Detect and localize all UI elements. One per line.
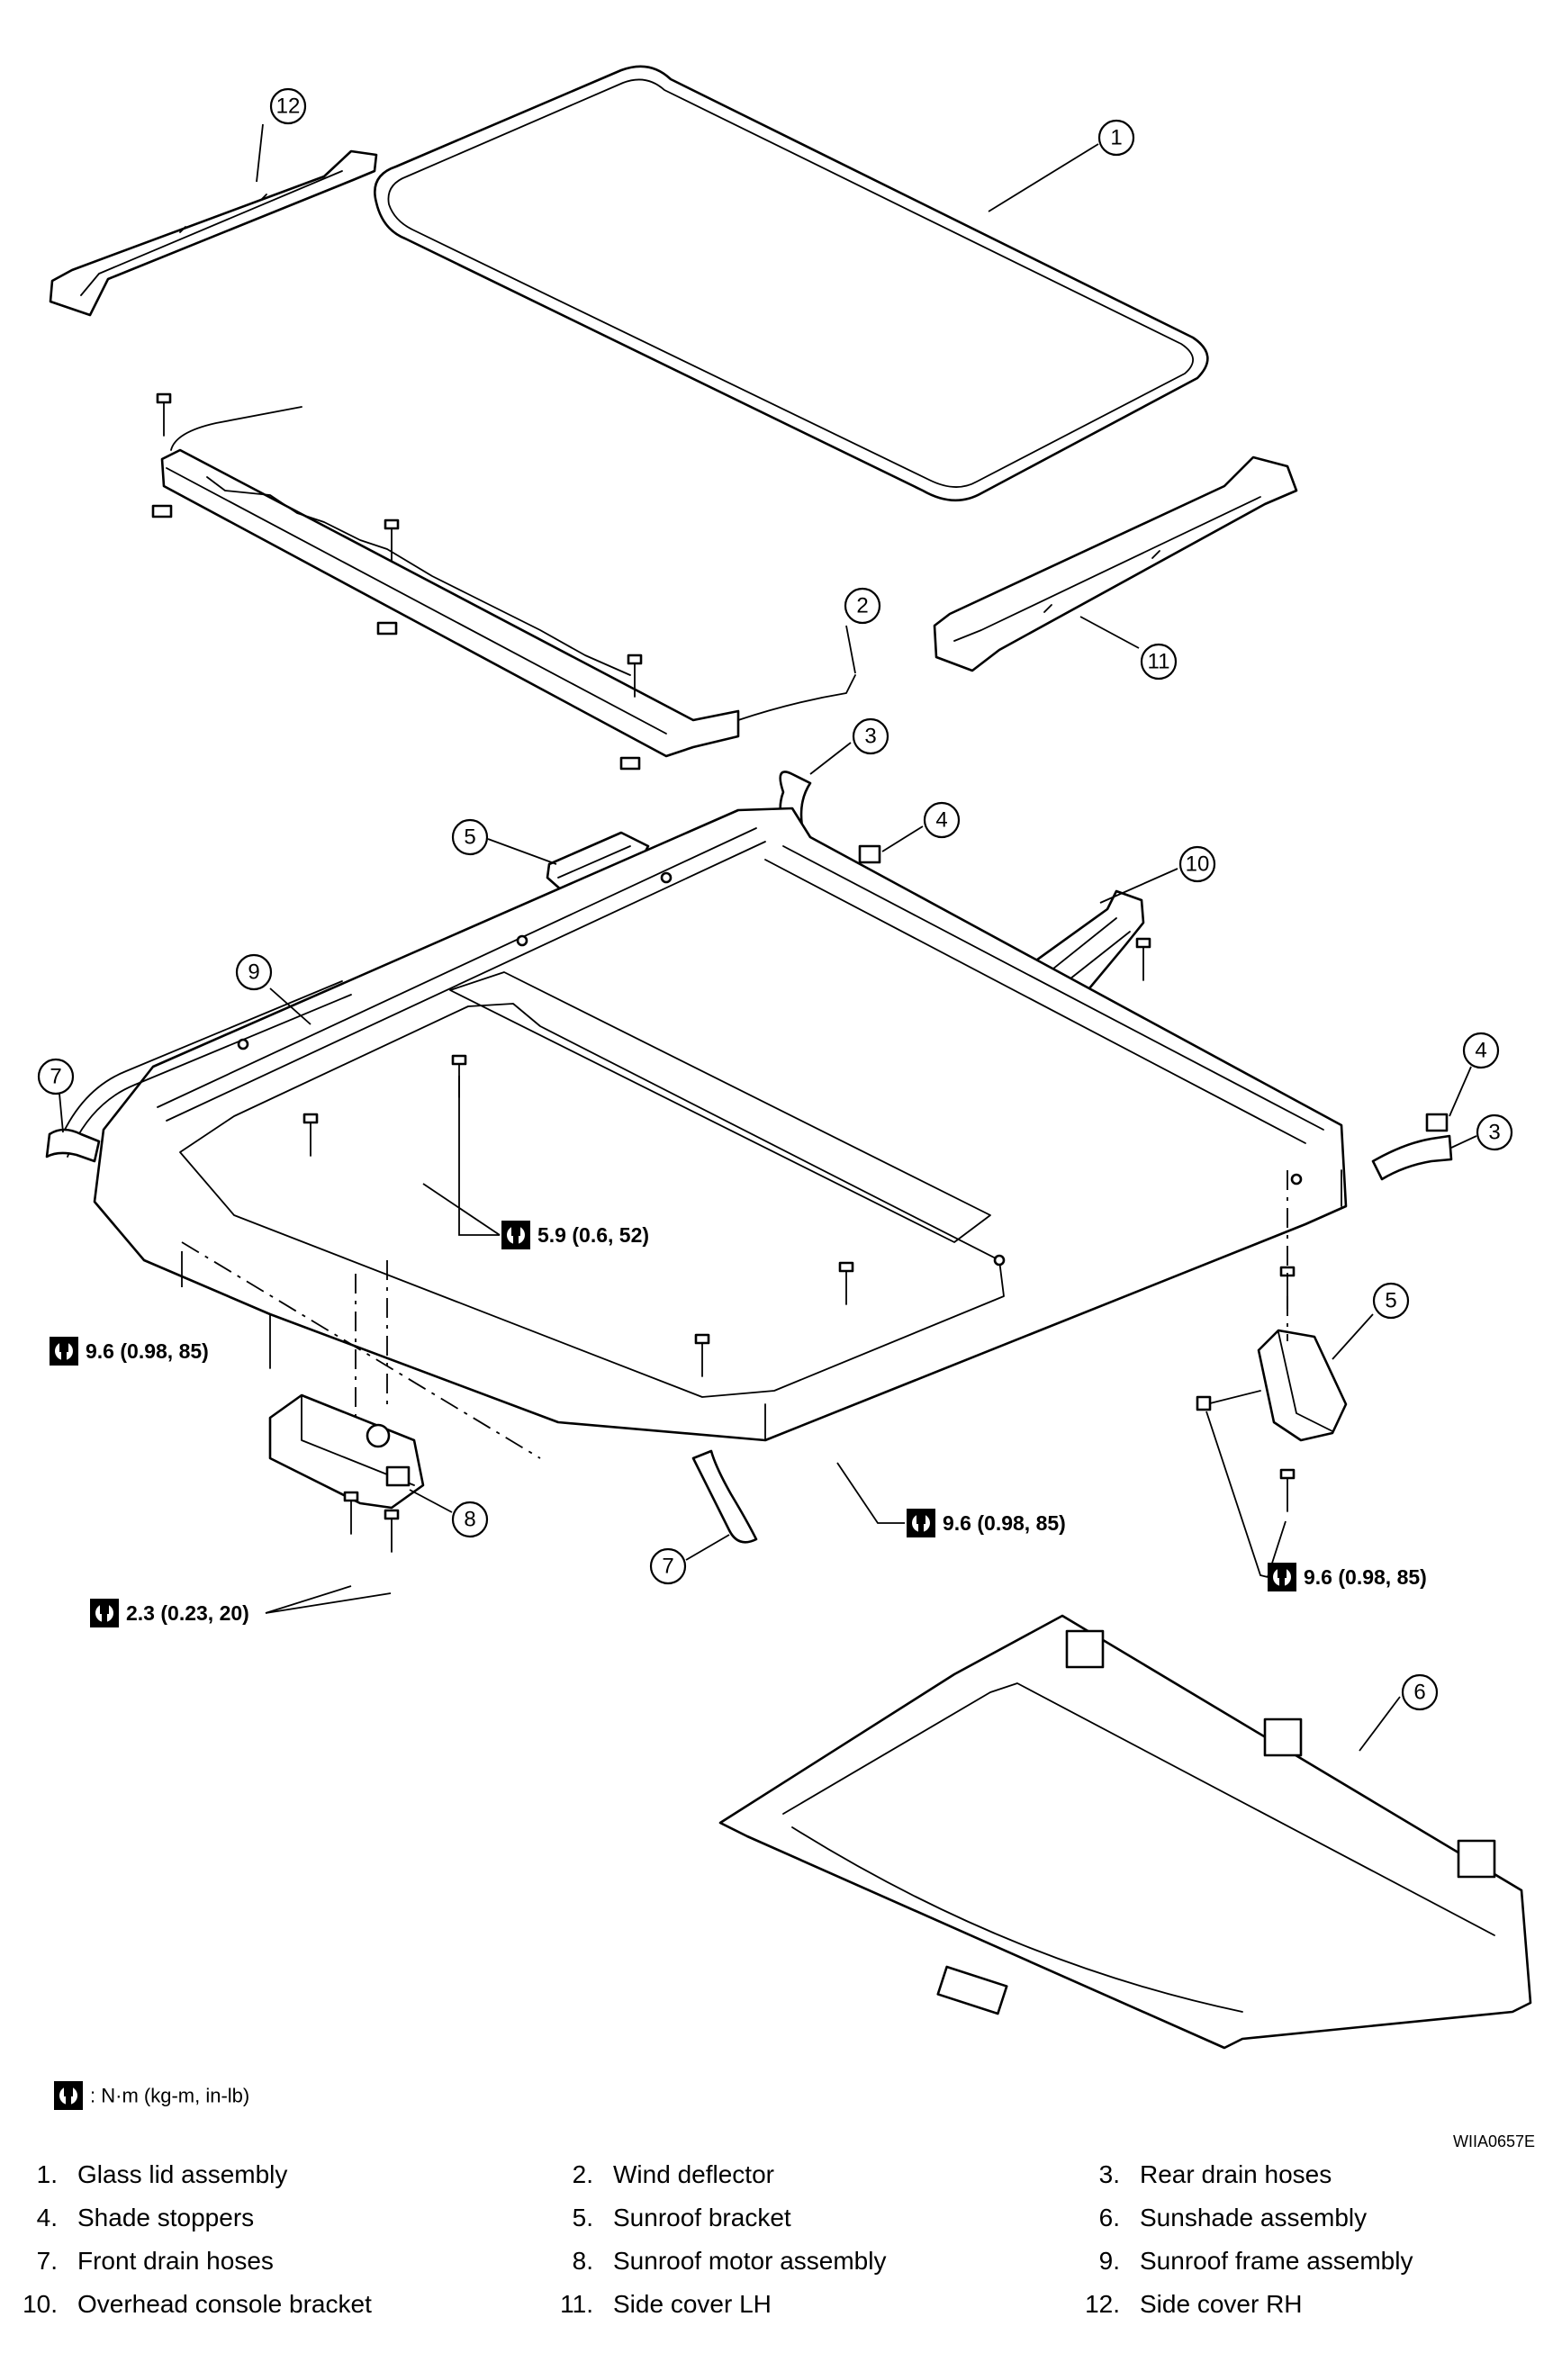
svg-text:5.9 (0.6, 52): 5.9 (0.6, 52) [537, 1223, 649, 1247]
sunroof-frame-assembly [58, 807, 1348, 1442]
parts-row-2: 4.Shade stoppers 5.Sunroof bracket 6.Sun… [0, 2196, 1562, 2240]
svg-text:2: 2 [856, 594, 868, 618]
torque-legend: : N·m (kg-m, in-lb) [54, 2081, 249, 2110]
callout-3-top: 3 [809, 717, 889, 775]
part-item-3: 3.Rear drain hoses [1098, 2160, 1332, 2188]
side-cover-lh [933, 455, 1298, 672]
svg-text:5: 5 [464, 825, 475, 850]
parts-row-1: 1.Glass lid assembly 2.Wind deflector 3.… [0, 2153, 1562, 2196]
rear-drain-hose-right [1371, 1134, 1453, 1181]
callout-3-right: 3 [1450, 1113, 1513, 1151]
callout-5-right: 5 [1332, 1282, 1410, 1360]
sunroof-motor-assembly [268, 1393, 425, 1554]
svg-text:5: 5 [1385, 1289, 1396, 1313]
wind-deflector [151, 392, 856, 771]
svg-text:9: 9 [248, 960, 259, 985]
sunroof-bracket-right [1196, 1266, 1348, 1513]
part-item-2: 2.Wind deflector [572, 2160, 774, 2188]
svg-text:3: 3 [864, 725, 876, 749]
svg-text:10: 10 [1186, 852, 1210, 877]
part-item-6: 6.Sunshade assembly [1098, 2204, 1368, 2231]
svg-text:11: 11 [1148, 650, 1170, 674]
torque-spec-1: 5.9 (0.6, 52) [422, 1076, 649, 1249]
torque-spec-2: 9.6 (0.98, 85) [50, 1251, 209, 1366]
svg-text:7: 7 [50, 1065, 61, 1089]
glass-lid-assembly [374, 65, 1209, 502]
shade-stopper-top [858, 844, 881, 864]
torque-spec-5: 2.3 (0.23, 20) [90, 1585, 392, 1627]
figure-code: WIIA0657E [1453, 2132, 1535, 2150]
svg-text:9.6 (0.98, 85): 9.6 (0.98, 85) [943, 1511, 1066, 1535]
part-item-5: 5.Sunroof bracket [572, 2204, 791, 2231]
part-item-4: 4.Shade stoppers [36, 2204, 255, 2231]
torque-spec-3: 9.6 (0.98, 85) [836, 1462, 1066, 1537]
torque-spec-4: 9.6 (0.98, 85) [1205, 1411, 1427, 1591]
side-cover-rh [49, 149, 378, 317]
svg-text:12: 12 [276, 95, 301, 119]
callout-4-top: 4 [881, 801, 961, 852]
callout-10: 10 [1099, 845, 1216, 904]
callout-11: 11 [1079, 616, 1178, 681]
callout-8: 8 [409, 1489, 489, 1538]
part-item-11: 11.Side cover LH [560, 2290, 772, 2318]
front-drain-hose-bottom [691, 1449, 758, 1544]
svg-text:: N·m (kg-m, in-lb): : N·m (kg-m, in-lb) [90, 2085, 249, 2107]
svg-text:4: 4 [935, 808, 947, 833]
callout-7-left: 7 [37, 1058, 75, 1133]
callout-1: 1 [988, 119, 1135, 212]
svg-text:3: 3 [1488, 1121, 1500, 1145]
part-item-10: 10.Overhead console bracket [23, 2290, 372, 2318]
part-item-12: 12.Side cover RH [1085, 2290, 1303, 2318]
svg-text:9.6 (0.98, 85): 9.6 (0.98, 85) [1304, 1565, 1427, 1589]
parts-row-4: 10.Overhead console bracket 11.Side cove… [0, 2283, 1562, 2326]
callout-5-left: 5 [451, 818, 557, 865]
part-item-7: 7.Front drain hoses [36, 2247, 274, 2275]
front-drain-hose-left [45, 1128, 101, 1163]
part-item-9: 9.Sunroof frame assembly [1098, 2247, 1413, 2275]
callout-9: 9 [235, 953, 311, 1025]
parts-row-3: 7.Front drain hoses 8.Sunroof motor asse… [0, 2240, 1562, 2283]
part-item-8: 8.Sunroof motor assembly [572, 2247, 887, 2275]
part-item-1: 1.Glass lid assembly [36, 2160, 288, 2188]
shade-stopper-right [1425, 1113, 1449, 1132]
sunshade-assembly [718, 1614, 1532, 2050]
callout-2: 2 [844, 587, 881, 674]
callout-4-right: 4 [1449, 1032, 1500, 1117]
svg-text:9.6 (0.98, 85): 9.6 (0.98, 85) [86, 1339, 209, 1363]
callout-7-bottom: 7 [649, 1534, 730, 1585]
svg-text:1: 1 [1110, 126, 1122, 150]
sunroof-exploded-diagram: 5.9 (0.6, 52) 9.6 (0.98, 85) 9.6 (0.98, … [37, 65, 1535, 2150]
svg-text:6: 6 [1413, 1681, 1425, 1705]
callout-6: 6 [1359, 1673, 1439, 1752]
svg-text:7: 7 [662, 1555, 673, 1579]
callout-12: 12 [256, 87, 307, 183]
svg-text:2.3 (0.23, 20): 2.3 (0.23, 20) [126, 1601, 249, 1625]
svg-text:8: 8 [464, 1508, 475, 1532]
svg-text:4: 4 [1475, 1039, 1486, 1063]
